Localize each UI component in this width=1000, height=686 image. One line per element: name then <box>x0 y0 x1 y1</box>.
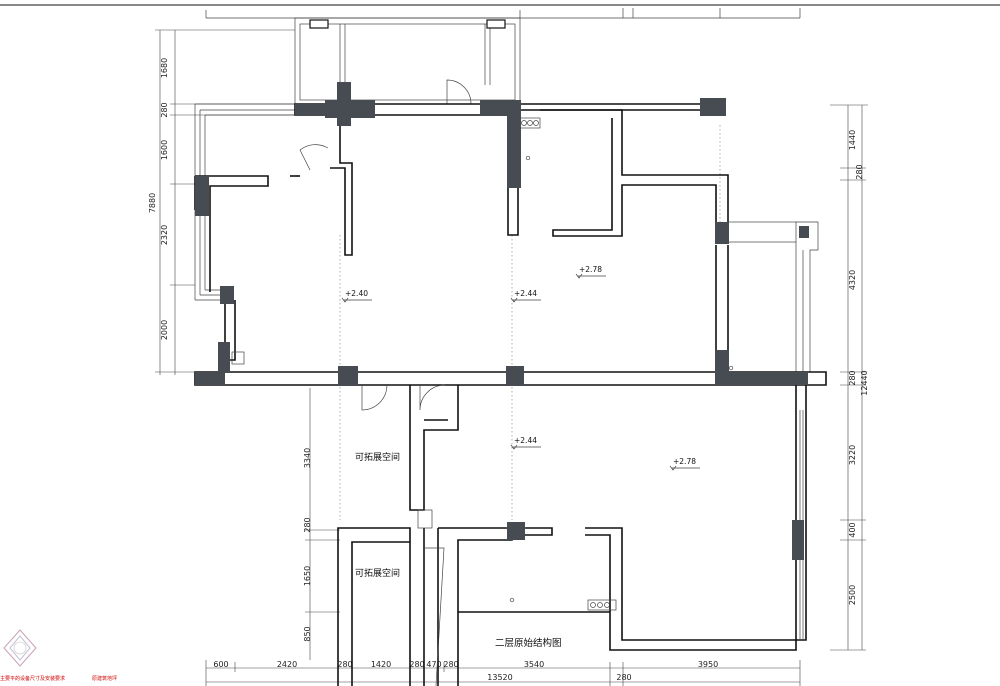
left-dimension-lines <box>155 29 340 660</box>
dim-right-total: 12440 <box>860 370 869 395</box>
right-dimension-labels: 1440 280 4320 280 3220 400 2500 12440 <box>848 130 869 605</box>
right-dimension-lines <box>830 104 868 651</box>
bottom-dimension-labels: 600 2420 280 1420 280 470 280 3540 3950 … <box>213 660 718 682</box>
dim-left-2: 280 <box>160 102 169 117</box>
level-mark-2: +2.44 <box>514 289 537 298</box>
dim-right-6: 400 <box>848 522 857 537</box>
logo-mark <box>3 629 37 667</box>
level-mark-4: +2.44 <box>514 436 537 445</box>
axis-lines <box>339 125 721 520</box>
walls <box>194 103 827 686</box>
dim-right-4: 280 <box>848 370 857 385</box>
dim-bottom-extra: 280 <box>616 673 631 682</box>
dim-left-1: 1680 <box>160 58 169 78</box>
top-dimension-ticks <box>205 8 801 19</box>
structural-columns <box>195 82 809 560</box>
dim-bottom-1: 600 <box>213 660 228 669</box>
dim-left-3: 1600 <box>160 140 169 160</box>
room-label-1: 可拓展空间 <box>355 451 400 463</box>
note-right: 原建筑地坪 <box>92 675 117 682</box>
level-mark-3: +2.78 <box>579 265 602 274</box>
level-mark-1: +2.40 <box>345 289 368 298</box>
dim-left-total: 7880 <box>148 193 157 213</box>
dim-bottom-6: 470 <box>426 660 441 669</box>
dim-right-3: 4320 <box>848 270 857 290</box>
dim-right-5: 3220 <box>848 445 857 465</box>
dim-lower-3: 1650 <box>303 566 312 586</box>
dim-left-4: 2320 <box>160 225 169 245</box>
dim-right-1: 1440 <box>848 130 857 150</box>
dim-bottom-3: 280 <box>337 660 352 669</box>
dim-bottom-7: 280 <box>443 660 458 669</box>
level-mark-5: +2.78 <box>673 457 696 466</box>
left-dimension-labels: 1680 280 1600 2320 2000 7880 3340 280 16… <box>148 58 312 642</box>
dim-bottom-4: 1420 <box>371 660 391 669</box>
dim-bottom-9: 3950 <box>698 660 718 669</box>
dim-bottom-total: 13520 <box>487 673 512 682</box>
dim-lower-4: 850 <box>303 626 312 641</box>
dim-lower-1: 3340 <box>303 448 312 468</box>
level-marks: +2.40 +2.44 +2.78 +2.44 +2.78 <box>341 265 700 471</box>
drawing-title: 二层原始结构图 <box>495 637 562 649</box>
room-label-2: 可拓展空间 <box>355 567 400 579</box>
dim-right-7: 2500 <box>848 585 857 605</box>
dim-bottom-8: 3540 <box>524 660 544 669</box>
dim-right-2: 280 <box>855 164 864 179</box>
dim-left-5: 2000 <box>160 320 169 340</box>
note-left: 主要平的设备尺寸及安装要求 <box>0 675 65 682</box>
dim-bottom-2: 2420 <box>277 660 297 669</box>
dim-bottom-5: 280 <box>409 660 424 669</box>
room-labels: 可拓展空间 可拓展空间 二层原始结构图 <box>355 451 562 649</box>
upper-balcony <box>294 17 521 105</box>
dim-lower-2: 280 <box>303 517 312 532</box>
